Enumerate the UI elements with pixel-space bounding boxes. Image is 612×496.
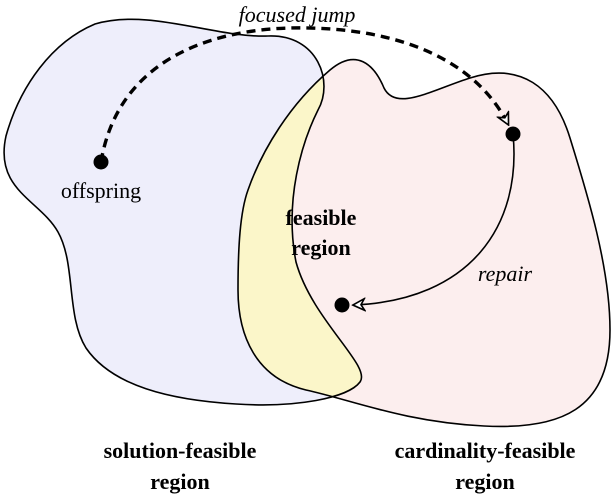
feasible-region-label-line2: region: [291, 235, 350, 260]
offspring-point: [93, 154, 109, 170]
solution-feasible-label-line1: solution-feasible: [104, 438, 257, 463]
repair-arrow: [354, 133, 515, 305]
feasible-region-label-line1: feasible: [286, 205, 357, 230]
cardinality-feasible-label-line1: cardinality-feasible: [395, 438, 576, 463]
focused-jump-label: focused jump: [239, 2, 356, 27]
jump-target-point: [505, 126, 521, 142]
solution-feasible-label-line2: region: [150, 469, 209, 494]
repair-label: repair: [478, 261, 533, 286]
offspring-label: offspring: [61, 178, 141, 203]
cardinality-feasible-label-line2: region: [455, 469, 514, 494]
repaired-point: [334, 297, 350, 313]
